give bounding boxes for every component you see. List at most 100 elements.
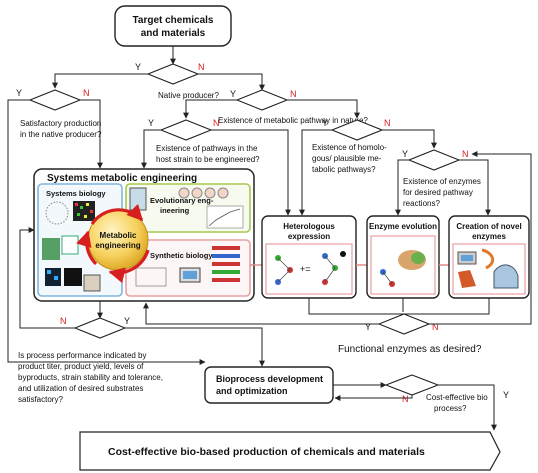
label-n: N xyxy=(83,88,90,98)
question-enzymes-line2: for desired pathway xyxy=(403,188,473,197)
label-y: Y xyxy=(402,149,408,159)
start-box-line2: and materials xyxy=(141,28,206,39)
spectrum-image-icon xyxy=(64,268,82,286)
question-native-producer: Native producer? xyxy=(158,91,219,100)
question-host-line2: host strain to be engineered? xyxy=(156,155,260,164)
enzyme-evolution-label: Enzyme evolution xyxy=(369,222,437,231)
decision-homologous xyxy=(330,119,384,141)
sme-title: Systems metabolic engineering xyxy=(47,173,197,184)
label-y: Y xyxy=(16,88,22,98)
start-box-line1: Target chemicals xyxy=(133,15,214,26)
label-n: N xyxy=(384,118,391,128)
question-enzymes-line1: Existence of enzymes xyxy=(403,177,481,186)
arrow-host-no xyxy=(211,129,291,216)
line-heterologous-down xyxy=(308,298,404,315)
systems-biology-label: Systems biology xyxy=(46,189,106,198)
label-n: N xyxy=(198,62,205,72)
hub-label-line1: Metabolic xyxy=(100,231,137,240)
arrow-functional-no xyxy=(429,151,532,325)
question-satisfactory-line2: in the native producer? xyxy=(20,130,102,139)
petri-dish-icons xyxy=(178,187,229,199)
question-performance-line2: product titer, product yield, levels of xyxy=(18,362,144,371)
question-performance-line1: Is process performance indicated by xyxy=(18,351,147,360)
question-performance-line4: and utilization of desired substrates xyxy=(18,384,143,393)
arrow-satisfactory-yes xyxy=(7,99,206,365)
bioprocess-label-line2: and optimization xyxy=(216,386,288,396)
gene-circuit-icons xyxy=(212,246,240,282)
heterologous-label-line1: Heterologous xyxy=(283,222,335,231)
evolutionary-label-line1: Evolutionary eng- xyxy=(150,196,214,205)
question-cost-line1: Cost-effective bio xyxy=(426,393,488,402)
network-circle-icon xyxy=(45,201,69,225)
question-homologous-line1: Existence of homolo- xyxy=(312,143,387,152)
decision-native-producer xyxy=(146,63,200,85)
question-satisfactory-line1: Satisfactory production xyxy=(20,119,101,128)
label-n: N xyxy=(290,89,297,99)
label-y: Y xyxy=(124,316,130,326)
decision-satisfactory-native xyxy=(28,89,82,111)
graph-image-icon xyxy=(61,235,79,255)
enzyme-structure-icon xyxy=(380,250,426,287)
novel-enzymes-label-line2: enzymes xyxy=(472,232,506,241)
pathway-network-icon: += xyxy=(275,251,346,285)
arrow-performance-yes xyxy=(125,327,265,367)
question-performance-line5: satisfactory? xyxy=(18,395,63,404)
arrow-nature-yes xyxy=(183,99,237,119)
label-n: N xyxy=(432,322,439,332)
decision-functional-enzymes xyxy=(377,313,431,335)
arrow-performance-no xyxy=(19,227,75,329)
question-homologous-line3: tabolic pathways? xyxy=(312,165,376,174)
svg-text:+=: += xyxy=(300,264,311,274)
question-pathway-in-nature: Existence of metabolic pathway in nature… xyxy=(218,116,368,125)
arrow-cost-yes xyxy=(438,384,497,431)
label-y: Y xyxy=(135,62,141,72)
hub-label-line2: engineering xyxy=(95,241,140,250)
novel-enzymes-label-line1: Creation of novel xyxy=(456,222,521,231)
evolutionary-label-line2: ineering xyxy=(160,206,190,215)
arrow-host-yes xyxy=(141,129,161,169)
sme-panel: Systems metabolic engineering Systems bi… xyxy=(33,168,255,302)
arrow-homologous-no xyxy=(382,129,437,149)
final-output-box: Cost-effective bio-based production of c… xyxy=(79,431,501,471)
cycle-arrow-right xyxy=(108,249,150,284)
protein-design-icon xyxy=(457,248,519,289)
arrow-native-no xyxy=(198,73,265,91)
gel-image-icon xyxy=(83,274,101,292)
decision-pathways-in-host xyxy=(159,119,213,141)
decision-enzymes-exist xyxy=(407,149,461,171)
question-enzymes-line3: reactions? xyxy=(403,199,440,208)
label-y: Y xyxy=(365,322,371,332)
label-y: Y xyxy=(148,118,154,128)
arrow-nature-no xyxy=(287,99,360,119)
arrow-enzymes-no xyxy=(459,159,491,216)
arrow-enzymes-yes xyxy=(395,159,409,216)
label-n: N xyxy=(402,394,409,404)
label-n: N xyxy=(60,316,67,326)
arrow-satisfactory-no xyxy=(80,99,103,169)
label-y: Y xyxy=(503,390,509,400)
novel-enzymes-box: Creation of novel enzymes xyxy=(448,215,530,299)
start-box: Target chemicals and materials xyxy=(114,5,232,47)
label-y: Y xyxy=(230,89,236,99)
cycle-arrow-top xyxy=(90,204,144,225)
question-homologous-line2: gous/ plausible me- xyxy=(312,154,382,163)
arrow-homologous-yes xyxy=(299,129,332,216)
label-n: N xyxy=(213,118,220,128)
enzyme-evolution-box: Enzyme evolution xyxy=(366,215,440,299)
protein-structure-icon xyxy=(42,238,60,260)
heterologous-box: Heterologous expression += xyxy=(261,215,357,299)
decision-pathway-in-nature xyxy=(235,89,289,111)
decision-cost-effective xyxy=(384,374,440,396)
question-cost-line2: process? xyxy=(434,404,467,413)
question-performance-line3: byproducts, strain stability and toleran… xyxy=(18,373,163,382)
flask-icon xyxy=(129,187,147,211)
label-y: Y xyxy=(322,118,328,128)
heterologous-label-line2: expression xyxy=(288,232,330,241)
question-functional-enzymes: Functional enzymes as desired? xyxy=(338,344,482,355)
question-host-line1: Existence of pathways in the xyxy=(156,144,258,153)
line-novel-down xyxy=(404,298,490,315)
bioprocess-box: Bioprocess development and optimization xyxy=(204,366,334,404)
arrow-native-yes xyxy=(52,73,148,89)
cycle-arrow-left xyxy=(76,230,98,266)
